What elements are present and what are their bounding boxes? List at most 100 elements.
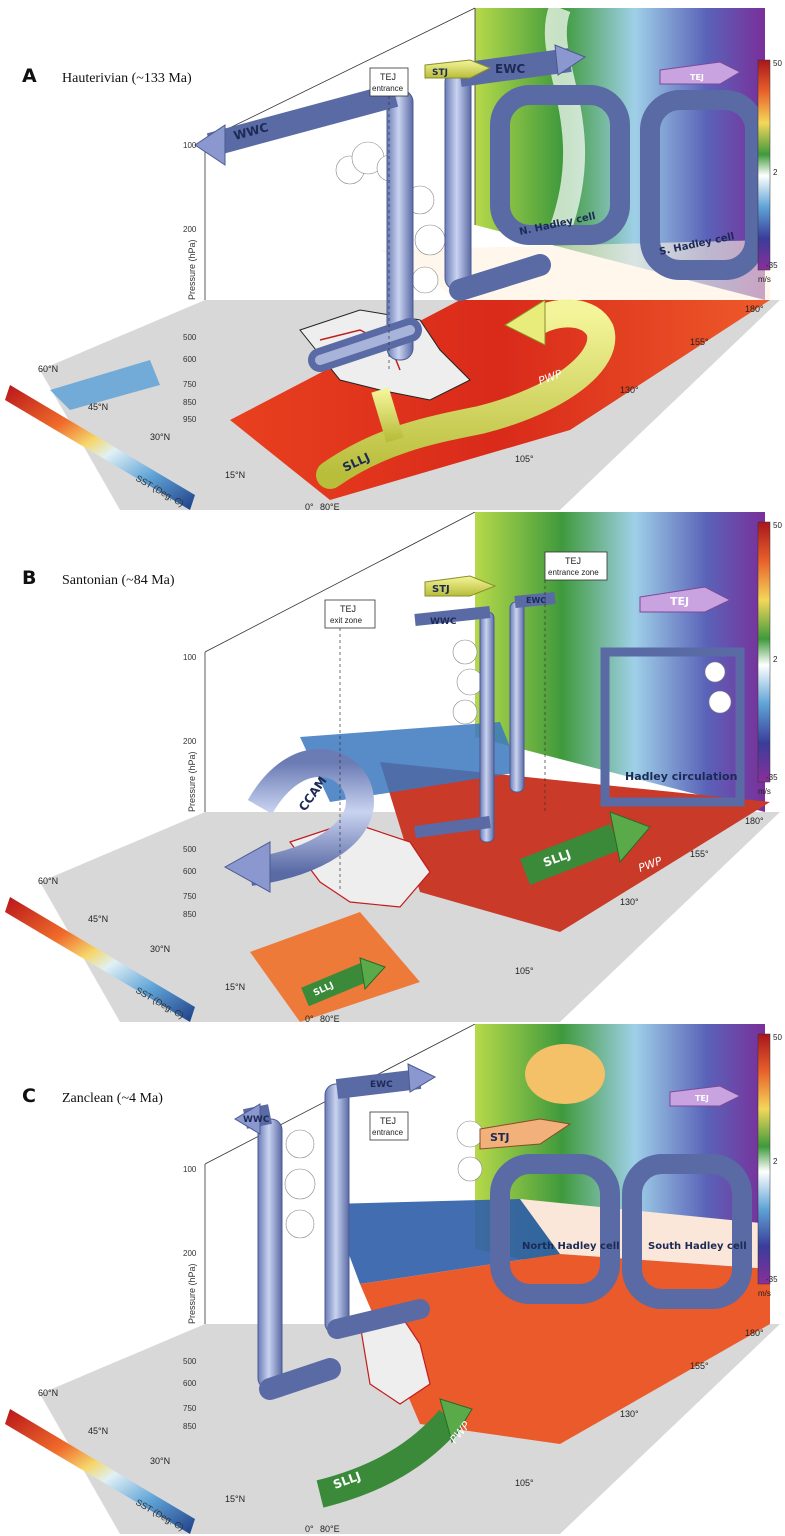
lat-45: 45°N xyxy=(88,914,108,924)
wind-tick-mid: 2 xyxy=(773,168,778,177)
p-tick-100: 100 xyxy=(183,141,197,150)
ewc-tube xyxy=(509,601,525,793)
wind-tick-mid: 2 xyxy=(773,1157,778,1166)
sllj-arrow xyxy=(316,1409,461,1508)
wind-tick-top: 50 xyxy=(773,1033,782,1042)
hadley-circulation xyxy=(600,647,745,807)
lon-180: 180° xyxy=(745,816,764,826)
tej-entrance-line2: entrance zone xyxy=(548,568,599,577)
p-tick-850: 850 xyxy=(183,1422,197,1431)
p-tick-600: 600 xyxy=(183,355,197,364)
tej-box-line1: TEJ xyxy=(380,1116,396,1126)
ewc-label: EWC xyxy=(526,596,546,605)
p-tick-100: 100 xyxy=(183,653,197,662)
wind-tick-bottom: -35 xyxy=(766,261,778,270)
wind-tick-top: 50 xyxy=(773,59,782,68)
panel-c-diagram: WWC EWC STJ TEJ North Hadley cell South … xyxy=(5,1024,782,1534)
tej-arrow xyxy=(669,1085,742,1107)
tej-arrow xyxy=(639,586,732,613)
lon-155: 155° xyxy=(690,1361,709,1371)
panel-c-title: Zanclean (~4 Ma) xyxy=(62,1091,163,1106)
sst-colorbar xyxy=(5,897,195,1022)
p-tick-500: 500 xyxy=(183,845,197,854)
ccam-arrow xyxy=(247,749,375,886)
wind-colorbar xyxy=(757,521,771,783)
ewc-tube xyxy=(444,69,472,291)
lat-45: 45°N xyxy=(88,402,108,412)
lon-130: 130° xyxy=(620,385,639,395)
panel-c-letter: C xyxy=(22,1085,36,1107)
wind-tick-bottom: -35 xyxy=(766,773,778,782)
tej-label: TEJ xyxy=(670,595,689,608)
stj-label: STJ xyxy=(432,68,448,78)
lon-180: 180° xyxy=(745,304,764,314)
hadley-circulation-label: Hadley circulation xyxy=(625,770,737,783)
lon-130: 130° xyxy=(620,1409,639,1419)
panel-a-title: Hauterivian (~133 Ma) xyxy=(62,71,192,86)
sst-colorbar xyxy=(5,1409,195,1534)
wind-tick-mid: 2 xyxy=(773,655,778,664)
p-tick-500: 500 xyxy=(183,333,197,342)
p-tick-200: 200 xyxy=(183,737,197,746)
p-tick-850: 850 xyxy=(183,910,197,919)
stj-label: STJ xyxy=(432,584,450,595)
p-tick-750: 750 xyxy=(183,1404,197,1413)
wwc-label: WWC xyxy=(430,617,457,627)
lat-60: 60°N xyxy=(38,1388,58,1398)
sllj-arrow-small xyxy=(301,962,369,1007)
lon-105: 105° xyxy=(515,454,534,464)
p-tick-750: 750 xyxy=(183,892,197,901)
wind-colorbar xyxy=(757,59,771,271)
wwc-tube xyxy=(479,611,495,843)
lon-155: 155° xyxy=(690,849,709,859)
lat-0: 0° xyxy=(305,502,314,512)
pressure-axis-label: Pressure (hPa) xyxy=(187,1263,197,1324)
wind-tick-top: 50 xyxy=(773,521,782,530)
panel-a: SLLJ PWP WWC EWC STJ TEJ N. Hadley cell … xyxy=(0,0,785,512)
panel-b-letter: B xyxy=(22,567,36,589)
tej-label: TEJ xyxy=(690,73,704,82)
lat-30: 30°N xyxy=(150,944,170,954)
tej-exit-box xyxy=(324,599,376,629)
p-tick-100: 100 xyxy=(183,1165,197,1174)
p-tick-200: 200 xyxy=(183,1249,197,1258)
lat-60: 60°N xyxy=(38,364,58,374)
ewc-label: EWC xyxy=(495,62,525,76)
p-tick-750: 750 xyxy=(183,380,197,389)
lon-155: 155° xyxy=(690,337,709,347)
tej-entrance-box xyxy=(369,67,409,97)
north-hadley-cell xyxy=(490,1154,620,1304)
panel-a-letter: A xyxy=(22,65,37,87)
lat-0: 0° xyxy=(305,1014,314,1024)
wind-unit: m/s xyxy=(758,787,771,796)
pressure-axis-label: Pressure (hPa) xyxy=(187,239,197,300)
tej-entrance-box xyxy=(369,1111,409,1141)
wwc-tube xyxy=(257,1118,283,1390)
lat-15: 15°N xyxy=(225,982,245,992)
tej-arrow xyxy=(659,61,742,85)
p-tick-200: 200 xyxy=(183,225,197,234)
lat-45: 45°N xyxy=(88,1426,108,1436)
panel-b: CCAM WWC EWC STJ TEJ Hadley circulation … xyxy=(0,512,785,1024)
pressure-axis-label: Pressure (hPa) xyxy=(187,751,197,812)
lat-15: 15°N xyxy=(225,1494,245,1504)
tej-box-line2: entrance xyxy=(372,84,404,93)
sst-colorbar xyxy=(5,385,195,510)
lon-105: 105° xyxy=(515,966,534,976)
lon-80: 80°E xyxy=(320,1524,340,1534)
lat-60: 60°N xyxy=(38,876,58,886)
lon-80: 80°E xyxy=(320,1014,340,1024)
s-hadley-cell xyxy=(640,90,765,280)
lat-30: 30°N xyxy=(150,432,170,442)
lon-105: 105° xyxy=(515,1478,534,1488)
p-tick-500: 500 xyxy=(183,1357,197,1366)
n-hadley-cell xyxy=(490,85,630,245)
convective-clouds xyxy=(284,1120,484,1239)
wind-wall xyxy=(475,512,765,812)
panel-a-diagram: SLLJ PWP WWC EWC STJ TEJ N. Hadley cell … xyxy=(5,4,782,512)
wind-unit: m/s xyxy=(758,1289,771,1298)
north-hadley-label: North Hadley cell xyxy=(522,1241,620,1252)
p-tick-600: 600 xyxy=(183,867,197,876)
stj-label: STJ xyxy=(490,1131,510,1144)
p-tick-600: 600 xyxy=(183,1379,197,1388)
